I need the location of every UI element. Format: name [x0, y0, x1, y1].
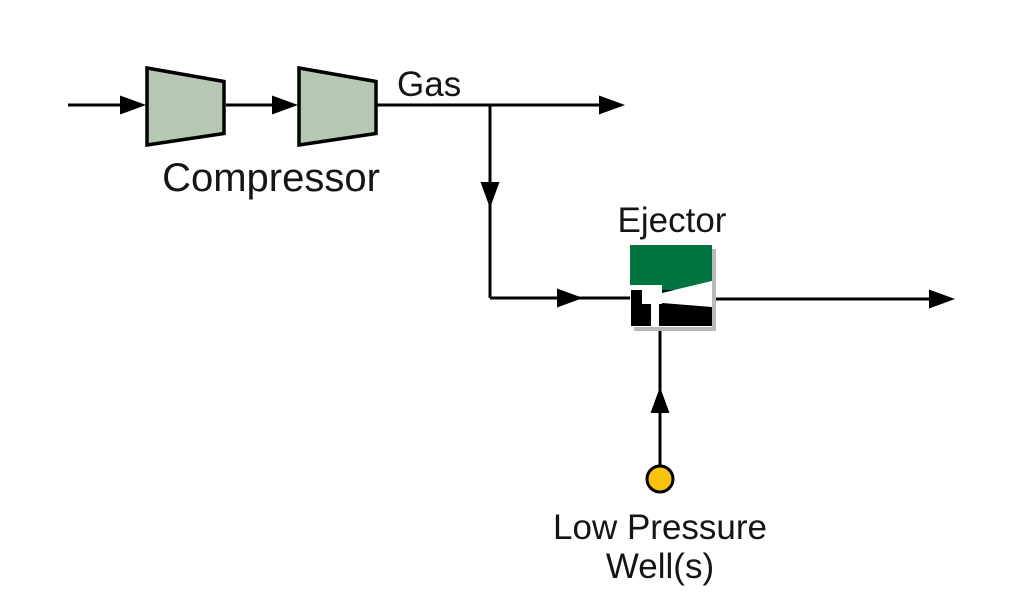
ejector-icon [630, 245, 716, 331]
well-suction-stream [650, 326, 670, 465]
well-source-icon [645, 464, 675, 494]
flow-arrowhead-icon [599, 95, 625, 115]
flow-arrowhead-icon [272, 95, 298, 115]
compressor-icon [297, 66, 378, 147]
flow-arrowhead-icon [650, 387, 670, 413]
flow-arrowhead-icon [557, 288, 583, 308]
flow-arrowhead-icon [120, 95, 146, 115]
gas-branch-stream [480, 105, 500, 298]
ejector-nozzle-cross [642, 285, 662, 326]
ejector-diffuser-wedge [662, 281, 712, 307]
low-pressure-well-label-line2: Well(s) [605, 547, 715, 586]
ejector-outlet-stream [713, 289, 955, 309]
inter-compressor-stream [226, 95, 298, 115]
gas-label: Gas [397, 65, 462, 104]
ejector-label: Ejector [617, 201, 727, 240]
gas-inlet-stream [68, 95, 146, 115]
compressor-icon [145, 66, 226, 147]
compressor-label: Compressor [162, 156, 380, 200]
low-pressure-well-label: Low Pressure Well(s) [553, 508, 767, 586]
low-pressure-well-label-line1: Low Pressure [553, 508, 767, 547]
ejector-motive-stream [490, 288, 632, 308]
flow-arrowhead-icon [480, 182, 500, 208]
flow-arrowhead-icon [929, 289, 955, 309]
